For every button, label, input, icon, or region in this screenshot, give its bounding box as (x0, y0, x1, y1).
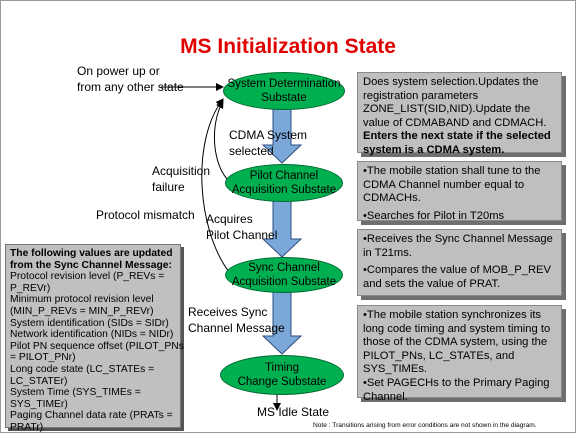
cdma-selected-text: CDMA System selected (229, 128, 308, 158)
sync-value-line: (MIN_P_REVs = MIN_P_REVr) (10, 305, 154, 317)
acquires-pilot-label: Acquires Pilot Channel (206, 211, 277, 243)
state-label-line1: System Determination (227, 78, 341, 90)
system-determination-description: Does system selection.Updates the regist… (357, 72, 562, 156)
sync-values-header: The following values are updated (10, 248, 173, 259)
state-timing-change: Timing Change Substate (220, 355, 344, 395)
state-pilot-channel: Pilot Channel Acquisition Substate (225, 164, 343, 202)
receives-sync-label: Receives Sync Channel Message (188, 304, 285, 336)
sync-value-line: Network identification (NIDs = NIDr) (10, 329, 174, 341)
idle-state-label: MS Idle State (257, 405, 330, 419)
pilot-line: •The mobile station shall tune to the CD… (363, 165, 541, 205)
sync-value-line: = PILOT_PNr) (10, 352, 76, 364)
power-up-text: On power up or from any other state (77, 64, 184, 94)
sync-value-line: Protocol revision level (P_REVs = (10, 271, 165, 283)
state-label-line2: Acquisition Substate (231, 184, 337, 196)
sync-value-line: SYS_TIMEr) (10, 398, 68, 410)
acquires-pilot-text: Acquires Pilot Channel (206, 212, 278, 242)
acquisition-failure-label: Acquisition failure (152, 163, 210, 195)
timing-description: •The mobile station synchronizes its lon… (357, 305, 562, 403)
sync-line: •Compares the value of MOB_P_REV and set… (363, 264, 551, 290)
sync-description: •Receives the Sync Channel Message in T2… (357, 229, 562, 296)
protocol-mismatch-label: Protocol mismatch (96, 208, 195, 222)
state-label-line2: Change Substate (237, 376, 327, 388)
state-sync-channel: Sync Channel Acquisition Substate (225, 257, 343, 293)
state-system-determination: System Determination Substate (223, 72, 345, 110)
state-label-line2: Acquisition Substate (231, 276, 337, 288)
state-label-line2: Substate (261, 92, 307, 104)
sync-value-line: Minimum protocol revision level (10, 294, 154, 306)
sync-value-line: PRATr) (10, 421, 44, 433)
state-label-line1: Pilot Channel (249, 170, 319, 182)
state-label-line1: Timing (264, 362, 300, 374)
sync-value-line: P_REVr) (10, 282, 51, 294)
sync-value-line: LC_STATEr) (10, 375, 68, 387)
footnote: Note : Transitions arising from error co… (313, 422, 537, 429)
flow-arrow-2 (261, 199, 303, 258)
protocol-mismatch-arrow (201, 98, 230, 273)
flow-arrow-1 (261, 107, 303, 164)
state-label-line1: Sync Channel (248, 262, 320, 274)
sync-values-box: The following values are updated from th… (5, 244, 184, 432)
sync-values-header: from the Sync Channel Message: (10, 259, 172, 271)
sync-line: •Receives the Sync Channel Message in T2… (363, 233, 553, 259)
power-up-label: On power up or from any other state (77, 63, 184, 95)
cdma-selected-label: CDMA System selected (229, 127, 307, 159)
pilot-description: •The mobile station shall tune to the CD… (357, 161, 562, 222)
acquisition-failure-text: Acquisition failure (152, 164, 211, 194)
flow-arrow-3 (261, 288, 303, 355)
pilot-line: •Searches for Pilot in T20ms (363, 209, 505, 222)
timing-line: •The mobile station synchronizes its lon… (363, 309, 551, 376)
sync-value-line: System Time (SYS_TIMEs = (10, 387, 141, 399)
timing-line: •Set PAGECHs to the Primary Paging Chann… (363, 376, 550, 403)
sync-value-line: Pilot PN sequence offset (PILOT_PNs (10, 340, 184, 352)
sync-value-line: Paging Channel data rate (PRATs = (10, 410, 173, 422)
sd-text: Does system selection.Updates the regist… (363, 76, 547, 129)
sync-value-line: Long code state (LC_STATEs = (10, 363, 155, 375)
page-title: MS Initialization State (180, 35, 396, 58)
sync-value-line: System identification (SIDs = SIDr) (10, 317, 169, 329)
acquisition-failure-arrow (213, 100, 230, 182)
receives-sync-text: Receives Sync Channel Message (188, 305, 285, 335)
sd-bold-text: Enters the next state if the selected sy… (363, 130, 551, 156)
